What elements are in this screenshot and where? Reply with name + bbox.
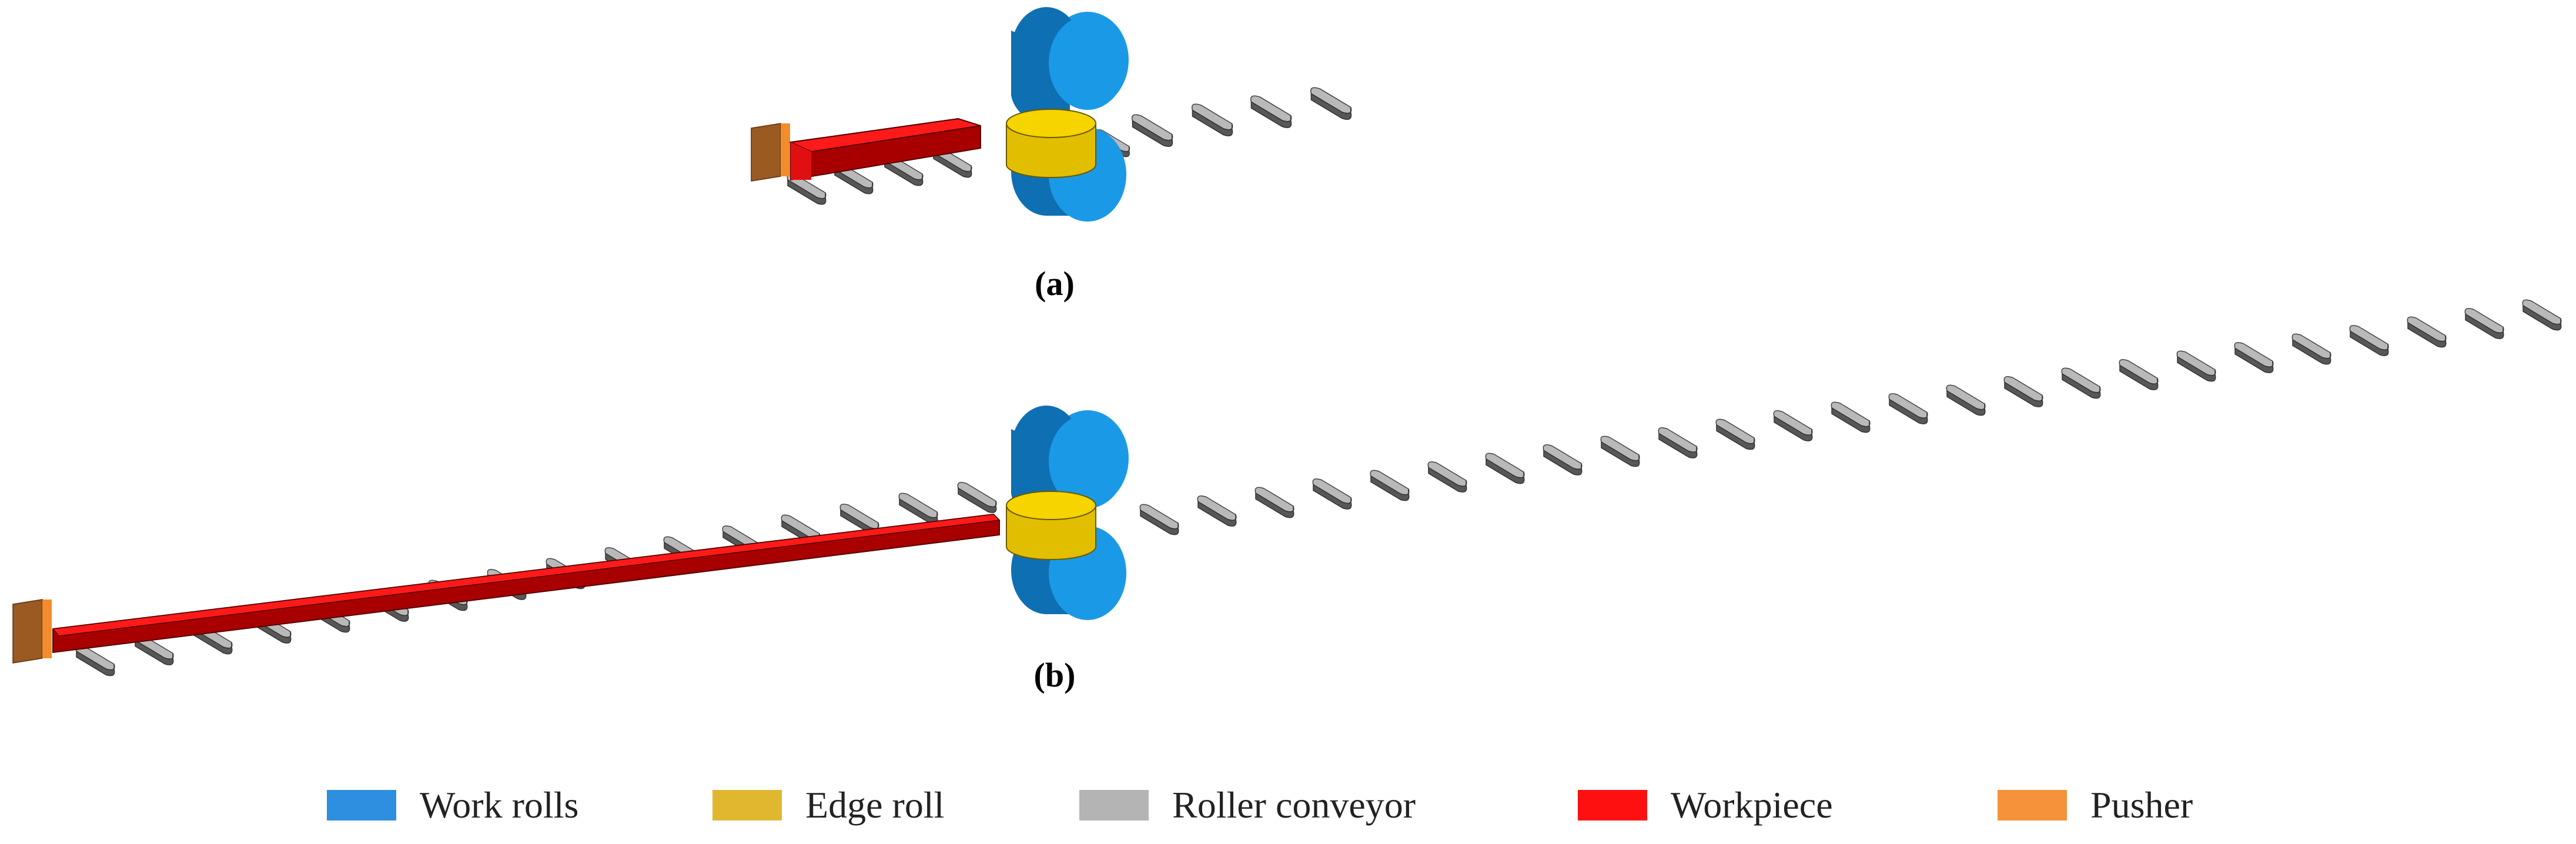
legend-item-edge-roll: Edge roll bbox=[712, 782, 944, 829]
workpiece-top bbox=[52, 514, 1001, 637]
conveyor-roller bbox=[1132, 114, 1173, 147]
edge-roll-side bbox=[1006, 505, 1096, 560]
edge-roll-top bbox=[1006, 491, 1096, 520]
legend-item-roller-conveyor: Roller conveyor bbox=[1079, 782, 1416, 829]
conveyor-roller bbox=[957, 482, 997, 513]
conveyor-roller bbox=[1946, 384, 1986, 416]
conveyor-roller bbox=[1543, 444, 1583, 475]
conveyor-roller bbox=[2349, 325, 2389, 356]
legend-label-roller-conveyor: Roller conveyor bbox=[1172, 784, 1416, 826]
legend: Work rolls Edge roll Roller conveyor Wor… bbox=[0, 782, 2576, 829]
conveyor-roller bbox=[1197, 495, 1237, 527]
conveyor-roller bbox=[1312, 478, 1352, 510]
workpiece-swatch-icon bbox=[1578, 790, 1647, 820]
conveyor-roller bbox=[1485, 453, 1525, 484]
conveyor-roller bbox=[2407, 316, 2447, 348]
pusher-block-side bbox=[751, 123, 781, 182]
conveyor-roller bbox=[1139, 504, 1179, 535]
legend-label-workpiece: Workpiece bbox=[1671, 784, 1833, 826]
roller-conveyor-swatch-icon bbox=[1079, 790, 1149, 820]
conveyor-roller bbox=[2176, 350, 2216, 382]
pusher-block-face bbox=[781, 123, 790, 176]
conveyor-roller bbox=[1254, 487, 1294, 518]
conveyor-roller bbox=[2234, 342, 2274, 373]
conveyor-roller bbox=[193, 623, 233, 655]
workpiece-top bbox=[788, 118, 981, 153]
pusher-block-face bbox=[42, 599, 52, 658]
conveyor-roller bbox=[2119, 359, 2159, 390]
upper-work-roll-front bbox=[1049, 414, 1126, 508]
panel-a bbox=[751, 7, 1352, 222]
conveyor-roller bbox=[2003, 376, 2043, 407]
panel-b bbox=[12, 299, 2562, 676]
pusher-swatch-icon bbox=[1998, 790, 2067, 820]
conveyor-roller bbox=[2061, 367, 2101, 399]
conveyor-roller bbox=[75, 645, 115, 676]
legend-label-edge-roll: Edge roll bbox=[805, 784, 945, 826]
legend-item-workpiece: Workpiece bbox=[1578, 782, 1833, 829]
conveyor-roller bbox=[1831, 401, 1871, 433]
conveyor-roller bbox=[1658, 427, 1698, 458]
legend-item-pusher: Pusher bbox=[1998, 782, 2193, 829]
edge-roll-side bbox=[1006, 123, 1096, 178]
conveyor-roller bbox=[1250, 95, 1292, 128]
workpiece-end bbox=[791, 142, 811, 180]
conveyor-roller bbox=[1427, 461, 1467, 493]
conveyor-roller bbox=[787, 173, 827, 205]
legend-label-work-rolls: Work rolls bbox=[420, 784, 579, 826]
legend-item-work-rolls: Work rolls bbox=[327, 782, 578, 829]
conveyor-roller bbox=[1715, 418, 1755, 450]
conveyor-roller bbox=[1310, 87, 1352, 120]
conveyor-roller bbox=[1888, 393, 1928, 424]
upper-work-roll-front bbox=[1049, 16, 1126, 110]
conveyor-roller bbox=[2522, 299, 2562, 331]
legend-label-pusher: Pusher bbox=[2090, 784, 2193, 826]
panel-a-label: (a) bbox=[1035, 264, 1075, 303]
edge-roll-top bbox=[1006, 109, 1096, 138]
edge-roll-swatch-icon bbox=[712, 790, 782, 820]
conveyor-roller bbox=[1370, 470, 1410, 501]
conveyor-roller bbox=[1600, 436, 1640, 467]
conveyor-roller bbox=[2291, 333, 2331, 365]
work-rolls-swatch-icon bbox=[327, 790, 396, 820]
pusher-block-side bbox=[12, 599, 43, 664]
conveyor-roller bbox=[1192, 103, 1233, 136]
conveyor-roller bbox=[1773, 410, 1813, 441]
conveyor-roller bbox=[2464, 308, 2504, 339]
conveyor-roller bbox=[898, 493, 938, 524]
panel-b-label: (b) bbox=[1034, 656, 1076, 694]
